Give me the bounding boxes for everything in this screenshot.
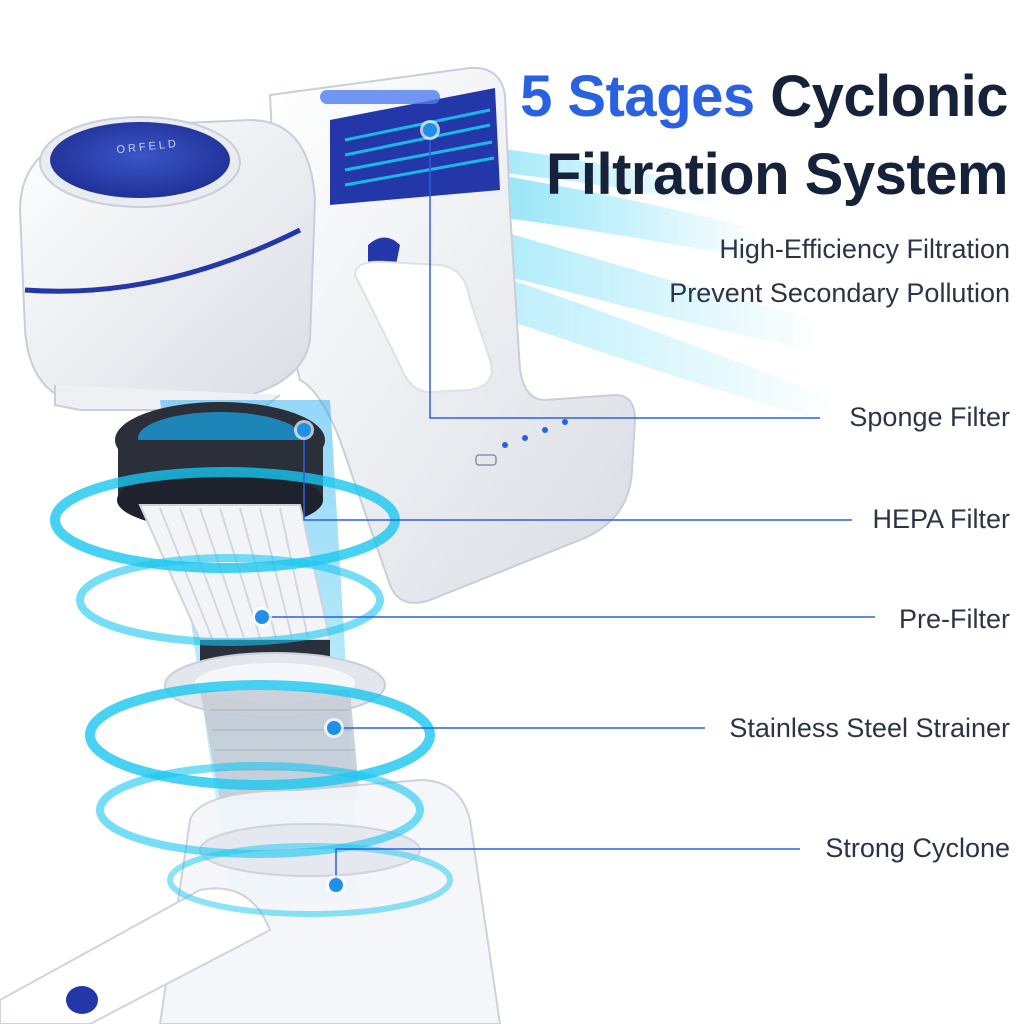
callout-dot-icon	[255, 610, 269, 624]
subtitle-1: High-Efficiency Filtration	[719, 234, 1010, 264]
callout-pre-filter: Pre-Filter	[898, 604, 1010, 634]
vacuum-handle	[268, 66, 637, 604]
headline-line-2: Filtration System	[545, 142, 1009, 207]
callout-dot-icon	[327, 721, 341, 735]
callout-dot-icon	[297, 423, 311, 437]
headline-accent: 5 Stages	[520, 64, 755, 129]
callout-strong-cyclone: Strong Cyclone	[825, 833, 1010, 863]
callout-sponge-filter: Sponge Filter	[849, 402, 1010, 432]
callout-stainless-steel-strainer: Stainless Steel Strainer	[729, 713, 1010, 743]
headline-line-1: 5 Stages Cyclonic	[520, 68, 1008, 126]
callout-dot-icon	[329, 878, 343, 892]
airflow-swirl-icon	[50, 467, 453, 917]
callout-dot-icon	[423, 123, 437, 137]
subtitle-2: Prevent Secondary Pollution	[669, 278, 1010, 308]
cyclone-bin	[0, 778, 502, 1024]
headline-rest: Cyclonic	[754, 64, 1008, 129]
motor-head: ORFELD	[18, 116, 317, 411]
callout-hepa-filter: HEPA Filter	[872, 504, 1010, 534]
callout-leaders	[262, 130, 875, 885]
